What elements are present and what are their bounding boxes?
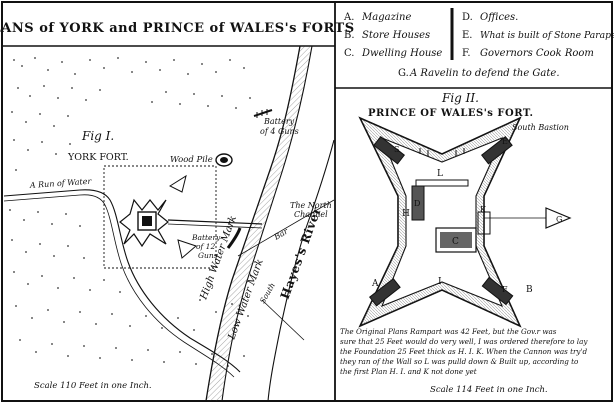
legend-key-g: G. (398, 68, 409, 79)
bastion-gun-nw (373, 135, 406, 165)
south-line (261, 299, 305, 341)
run-of-water-label: A Run of Water (29, 177, 93, 190)
fig2-note-line-3: the Foundation 25 Feet thick as H. I. K.… (340, 347, 587, 356)
letter-f: F (502, 285, 508, 294)
wood-pile (215, 153, 233, 167)
fig2-fort-name: PRINCE OF WALES's FORT. (368, 108, 533, 119)
parapet-top (419, 148, 465, 156)
fig2-note-line-1: The Original Plans Rampart was 42 Feet, … (340, 327, 557, 336)
bastion-gun-sw (368, 277, 401, 307)
fig2-label: Fig II. (441, 91, 479, 105)
letter-k: K (480, 205, 487, 214)
causeway-edge (167, 223, 263, 229)
ravelin-south (177, 239, 197, 259)
fig1-fort-name: YORK FORT. (67, 152, 129, 163)
building-k (477, 211, 491, 235)
fig1-scale: Scale 110 Feet in one Inch. (34, 381, 152, 391)
fig2-scale: Scale 114 Feet in one Inch. (430, 385, 548, 395)
south-label: South (258, 281, 277, 305)
letter-h: H (402, 209, 410, 219)
legend-text-c: Dwelling House (361, 48, 442, 59)
battery-guns-label-1: Battery (191, 233, 221, 242)
fig1-york-fort: Fig I. YORK FORT. Wood Pile Battery of 4… (3, 45, 335, 402)
letter-b: B (526, 285, 533, 295)
battery-guns-label-3: Guns (198, 251, 218, 260)
letter-e: E (502, 137, 508, 146)
legend-key-f: F. (462, 48, 471, 59)
legend-text-e: What is built of Stone Parapet (480, 30, 614, 41)
legend-text-f: Governors Cook Room (480, 48, 594, 59)
letter-s: S (394, 145, 399, 154)
letter-c: C (452, 237, 459, 247)
legend-key-c: C. (344, 48, 354, 59)
bastion-gun-se (481, 276, 514, 306)
bar-label: Bar (272, 226, 291, 242)
run-of-water (3, 189, 241, 373)
north-channel-label-1: The North (290, 201, 332, 210)
fig1-label: Fig I. (81, 129, 114, 143)
wood-pile-inner (220, 157, 228, 163)
york-outer-enclosure (103, 165, 217, 269)
fig2-note-line-4: they ran of the Wall so L was pulld down… (340, 357, 579, 366)
wood-pile-label: Wood Pile (170, 155, 213, 165)
legend-key-b: B. (344, 30, 355, 41)
fig2-note-line-2: sure that 25 Feet would do very well, I … (340, 337, 588, 346)
letter-i: I (438, 277, 442, 287)
bastion-gun-ne (480, 135, 513, 165)
bar-line (237, 199, 335, 257)
north-channel-label-2: Channel (294, 210, 328, 219)
legend-text-b: Store Houses (362, 30, 430, 41)
fig2-note-line-5: the first Plan H. I. and K not done yet (340, 367, 477, 376)
building-c (435, 227, 477, 253)
legend-text-a: Magazine (361, 12, 411, 23)
letter-d: D (414, 199, 420, 208)
legend-key-a: A. (343, 12, 354, 23)
letter-g: G (556, 215, 562, 224)
building-l (415, 179, 469, 187)
run-of-water-bank (3, 194, 235, 378)
battery-4-guns (253, 109, 273, 118)
legend: A. Magazine B. Store Houses C. Dwelling … (343, 8, 614, 79)
fig2-prince-of-wales-fort: Fig II. PRINCE OF WALES's FORT. South Ba… (340, 91, 588, 395)
legend-key-d: D. (462, 12, 473, 23)
york-fort-star (119, 198, 169, 248)
legend-text-g: A Ravelin to defend the Gate. (409, 68, 560, 79)
battery-guns-label-2: of 12 (196, 242, 215, 251)
building-c-fill (440, 232, 472, 248)
battery-south (226, 227, 242, 249)
battery-4-label-2: of 4 Guns (260, 127, 299, 136)
battery-4-label-1: Battery (263, 117, 295, 126)
causeway (167, 219, 263, 225)
map-title: PLANS of YORK and PRINCE of WALES's FORT… (0, 21, 355, 36)
legend-key-e: E. (462, 30, 472, 41)
letter-l: L (437, 169, 443, 179)
river-east-bank (267, 139, 335, 402)
ravelin-north (168, 174, 187, 193)
legend-text-d: Offices. (480, 12, 518, 23)
letter-a: A (371, 279, 379, 289)
south-bastion-label: South Bastion (512, 123, 569, 132)
